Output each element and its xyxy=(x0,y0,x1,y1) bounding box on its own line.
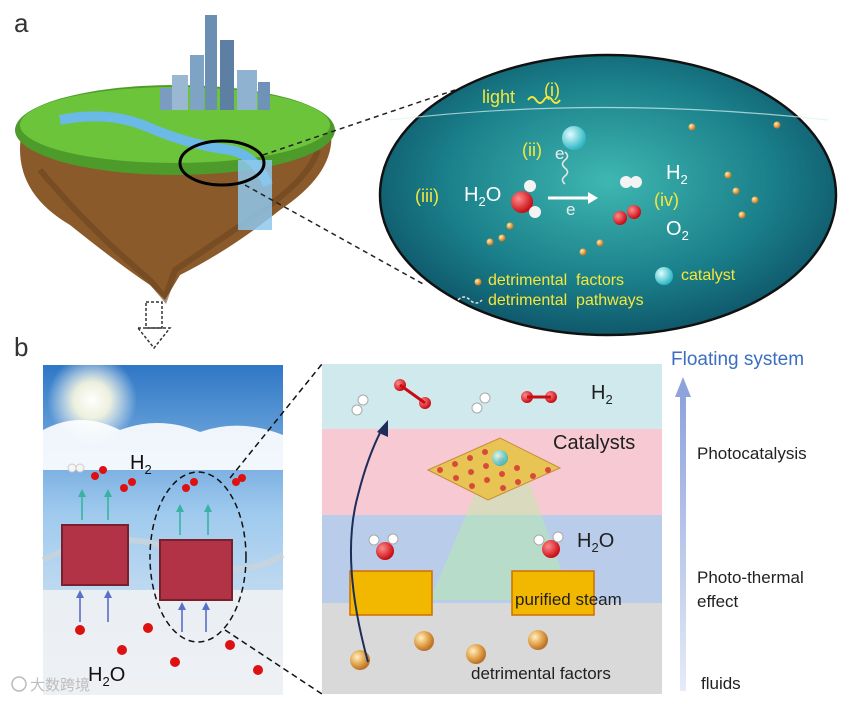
floating-system-title: Floating system xyxy=(671,349,804,371)
electron-label-1: e xyxy=(555,144,564,164)
purified-steam-label: purified steam xyxy=(515,590,622,610)
process-axis-arrow xyxy=(675,377,691,691)
legend-catalyst: catalyst xyxy=(681,267,735,285)
legend-detrimental-pathways: detrimental pathways xyxy=(488,292,644,310)
h2-label-a: H2 xyxy=(666,162,688,187)
catalysts-label: Catalysts xyxy=(553,432,635,455)
h2-label-left: H2 xyxy=(130,452,152,477)
photothermal-label-2: effect xyxy=(697,592,738,612)
h2o-label-middle: H2O xyxy=(577,530,614,555)
h2o-label-a: H2O xyxy=(464,184,501,209)
step-iii-label: (iii) xyxy=(415,186,439,207)
light-label: light xyxy=(482,87,515,108)
electron-label-2: e xyxy=(566,200,575,220)
photocatalysis-label: Photocatalysis xyxy=(697,444,807,464)
step-i-label: (i) xyxy=(544,80,560,101)
panel-b-letter: b xyxy=(14,332,28,363)
fluids-label: fluids xyxy=(701,674,741,694)
sky-photo xyxy=(43,355,283,695)
step-ii-label: (ii) xyxy=(522,140,542,161)
down-arrow xyxy=(138,302,170,348)
catalyst-ball xyxy=(562,126,586,150)
floating-island xyxy=(15,15,335,300)
city-buildings xyxy=(160,15,270,110)
h2o-label-left: H2O xyxy=(88,664,125,689)
h2-label-middle: H2 xyxy=(591,382,613,407)
layer-diagram xyxy=(322,364,662,694)
legend-detrimental-factors: detrimental factors xyxy=(488,272,624,290)
photothermal-label-1: Photo-thermal xyxy=(697,568,804,588)
detrimental-factors-label: detrimental factors xyxy=(471,664,611,684)
o2-label-a: O2 xyxy=(666,218,689,243)
watermark: 大数跨境 xyxy=(30,674,90,695)
step-iv-label: (iv) xyxy=(654,190,679,211)
